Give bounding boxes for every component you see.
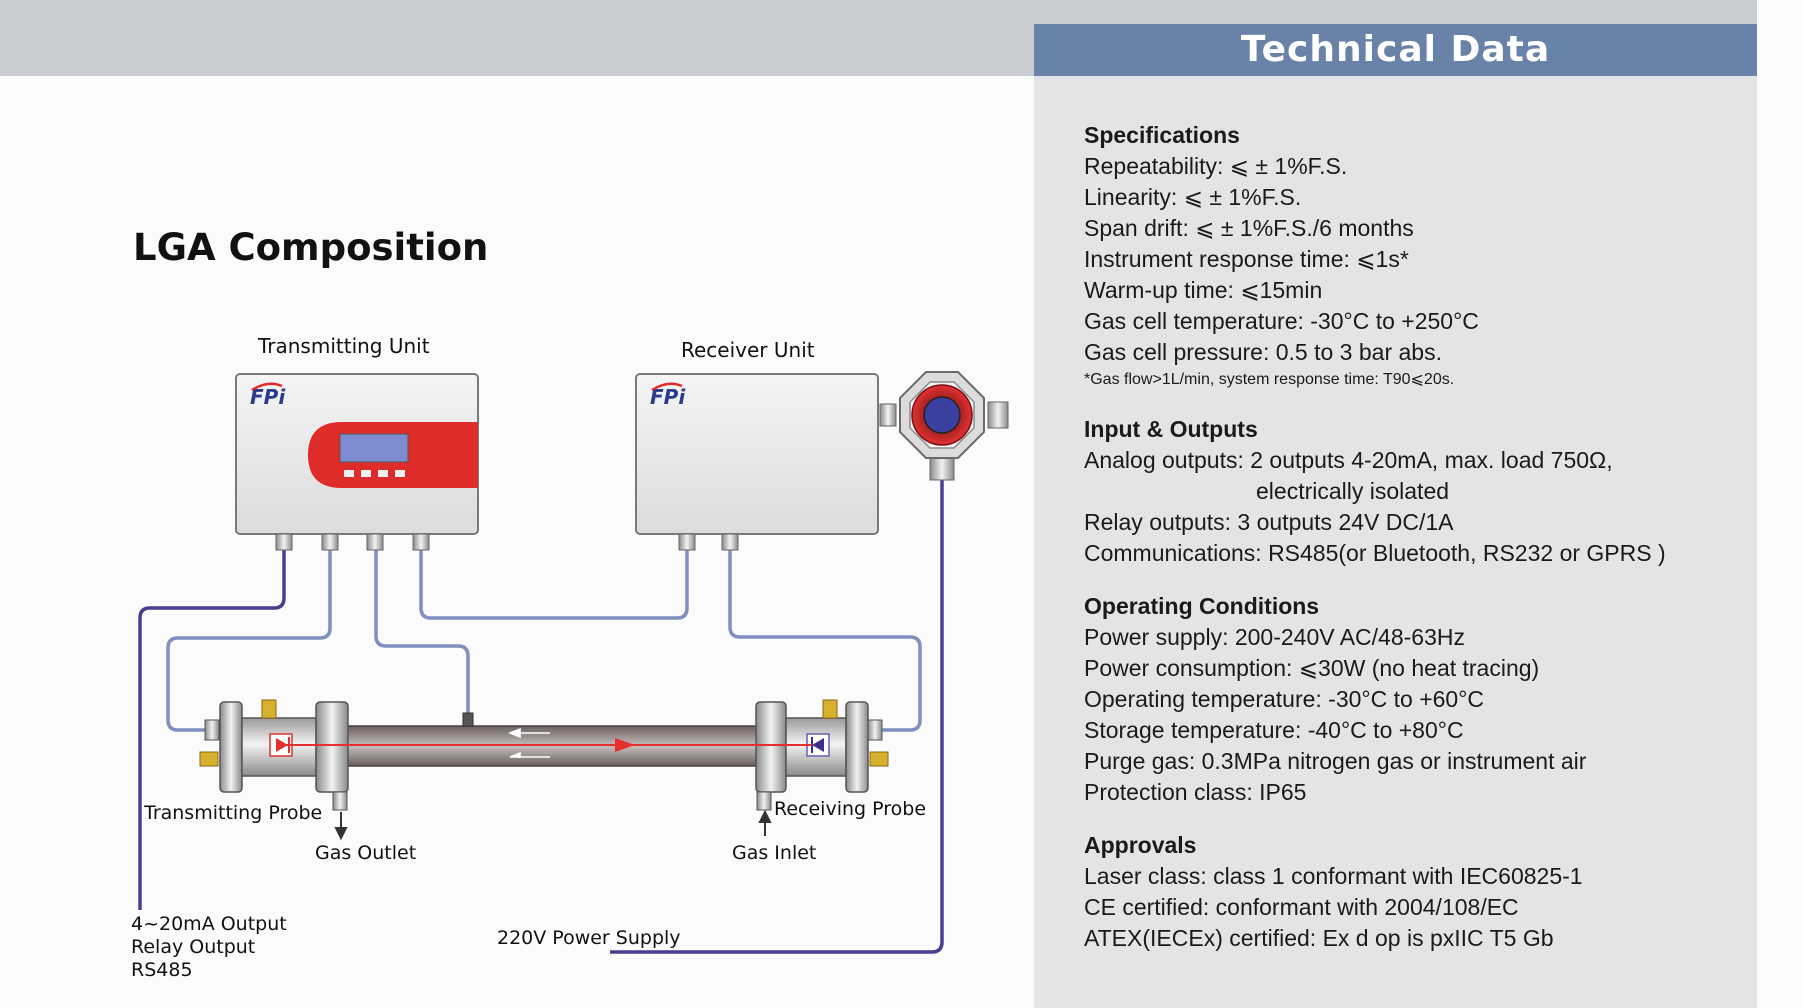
receiver-unit-label: Receiver Unit	[681, 338, 815, 362]
technical-data-header	[1034, 24, 1757, 76]
logo-swoosh-icon	[251, 382, 283, 392]
spec-line: Communications: RS485(or Bluetooth, RS23…	[1084, 540, 1666, 566]
spec-line: Repeatability: ⩽ ± 1%F.S.	[1084, 153, 1348, 179]
gas-outlet-label: Gas Outlet	[315, 842, 417, 864]
gas-inlet-label: Gas Inlet	[732, 842, 817, 864]
cable-output	[138, 548, 286, 910]
gas-cell-pipe	[344, 712, 762, 767]
keypad-buttons	[344, 470, 405, 477]
spec-line: Analog outputs: 2 outputs 4-20mA, max. l…	[1084, 447, 1613, 473]
gas-flow-arrows	[334, 809, 772, 841]
spec-line: electrically isolated	[1256, 478, 1450, 504]
lcd-screen	[339, 433, 409, 463]
transmitting-probe-label: Transmitting Probe	[144, 802, 323, 824]
section-heading: Input & Outputs	[1084, 416, 1258, 442]
spec-footnote: *Gas flow>1L/min, system response time: …	[1084, 371, 1455, 388]
spec-line: CE certified: conformant with 2004/108/E…	[1084, 894, 1519, 920]
page-edge	[1757, 0, 1803, 1008]
spec-line: Relay outputs: 3 outputs 24V DC/1A	[1084, 509, 1454, 535]
power-output-cables	[138, 480, 944, 954]
signal-cables	[166, 548, 922, 732]
cable-center-sensor	[374, 548, 470, 716]
cable-left-probe	[166, 548, 332, 732]
section-heading: Approvals	[1084, 832, 1197, 858]
output-label-rs485: RS485	[131, 959, 193, 981]
technical-data-panel	[1034, 76, 1757, 1008]
output-label-relay: Relay Output	[131, 936, 256, 958]
spec-line: Operating temperature: -30°C to +60°C	[1084, 686, 1485, 712]
receiver-unit-box	[635, 373, 879, 535]
receiving-probe-icon	[755, 699, 889, 811]
cable-right-probe	[728, 548, 922, 732]
spec-line: Gas cell pressure: 0.5 to 3 bar abs.	[1084, 339, 1442, 365]
spec-line: Instrument response time: ⩽1s*	[1084, 246, 1409, 272]
laser-beam	[286, 738, 812, 752]
spec-line: Purge gas: 0.3MPa nitrogen gas or instru…	[1084, 748, 1587, 774]
approvals-section: Approvals Laser class: class 1 conforman…	[1084, 830, 1724, 954]
spec-line: Storage temperature: -40°C to +80°C	[1084, 717, 1464, 743]
operating-conditions-section: Operating Conditions Power supply: 200-2…	[1084, 591, 1724, 808]
specifications-section: Specifications Repeatability: ⩽ ± 1%F.S.…	[1084, 120, 1724, 392]
cable-units-link	[419, 548, 689, 620]
flow-arrows	[507, 727, 550, 758]
cable-power	[610, 480, 944, 954]
technical-data-list: Specifications Repeatability: ⩽ ± 1%F.S.…	[1084, 120, 1724, 976]
logo-swoosh-icon	[651, 382, 683, 392]
receiving-probe-label: Receiving Probe	[774, 798, 927, 820]
section-heading: Specifications	[1084, 122, 1240, 148]
input-outputs-section: Input & Outputs Analog outputs: 2 output…	[1084, 414, 1724, 569]
spec-line: Power consumption: ⩽30W (no heat tracing…	[1084, 655, 1540, 681]
spec-line: Span drift: ⩽ ± 1%F.S./6 months	[1084, 215, 1414, 241]
spec-line: ATEX(IECEx) certified: Ex d op is pxIIC …	[1084, 925, 1554, 951]
cable-glands-transmitter	[275, 533, 430, 551]
transmitting-probe-icon	[199, 699, 349, 811]
cable-glands-receiver	[678, 533, 739, 551]
section-heading: Operating Conditions	[1084, 593, 1320, 619]
power-supply-label: 220V Power Supply	[497, 927, 681, 949]
lga-composition-diagram: FPi FPi	[138, 371, 1009, 954]
transmitting-unit-label: Transmitting Unit	[258, 334, 430, 358]
spec-line: Linearity: ⩽ ± 1%F.S.	[1084, 184, 1302, 210]
spec-line: Warm-up time: ⩽15min	[1084, 277, 1323, 303]
composition-title: LGA Composition	[133, 226, 489, 269]
spec-line: Protection class: IP65	[1084, 779, 1307, 805]
spec-line: Power supply: 200-240V AC/48-63Hz	[1084, 624, 1465, 650]
technical-data-title: Technical Data	[1240, 29, 1551, 70]
output-label-4-20ma: 4~20mA Output	[131, 913, 287, 935]
spec-line: Gas cell temperature: -30°C to +250°C	[1084, 308, 1479, 334]
spec-line: Laser class: class 1 conformant with IEC…	[1084, 863, 1583, 889]
explosion-proof-junction-icon	[879, 371, 1009, 481]
